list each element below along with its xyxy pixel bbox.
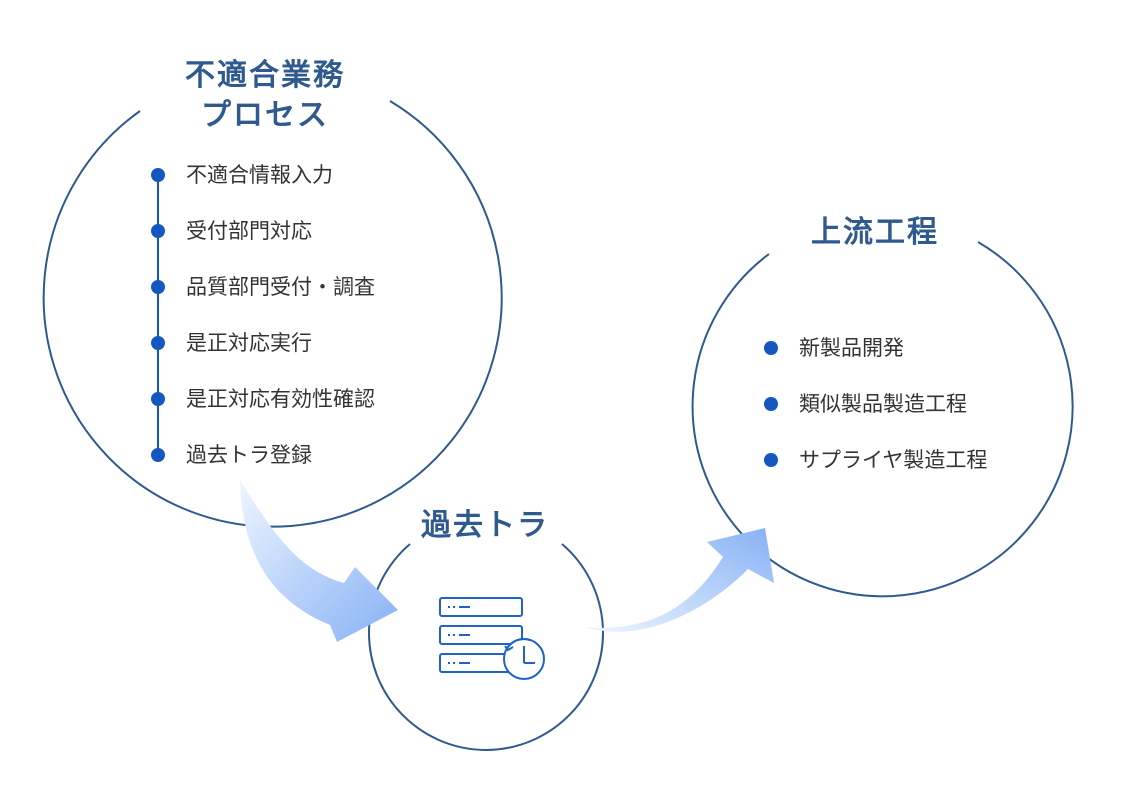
upstream-bullet-icon bbox=[764, 453, 778, 467]
past-trouble-circle bbox=[368, 543, 604, 751]
upstream-item-label: 新製品開発 bbox=[799, 336, 904, 360]
upstream-item-label: 類似製品製造工程 bbox=[799, 392, 967, 416]
process-title: 不適合業務 プロセス bbox=[150, 56, 380, 136]
upstream-item-label: サプライヤ製造工程 bbox=[799, 448, 988, 472]
process-title-line-1: 不適合業務 bbox=[185, 58, 345, 93]
past-trouble-title: 過去トラ bbox=[421, 508, 549, 543]
process-bullet-icon bbox=[151, 168, 165, 182]
process-item-label: 品質部門受付・調査 bbox=[186, 275, 375, 299]
upstream-bullet-icon bbox=[764, 397, 778, 411]
arrow-to-upstream bbox=[584, 528, 774, 632]
process-item-label: 受付部門対応 bbox=[186, 219, 312, 243]
process-bullet-icon bbox=[151, 280, 165, 294]
upstream-bullet-icon bbox=[764, 341, 778, 355]
process-list: 不適合情報入力 受付部門対応 品質部門受付・調査 是正対応実行 是正対応有効性確… bbox=[150, 160, 450, 480]
upstream-list: 新製品開発 類似製品製造工程 サプライヤ製造工程 bbox=[762, 333, 1062, 513]
process-bullet-icon bbox=[151, 448, 165, 462]
process-bullet-icon bbox=[151, 336, 165, 350]
process-timeline-line bbox=[157, 175, 159, 456]
server-history-icon bbox=[439, 597, 545, 680]
process-circle bbox=[42, 100, 503, 528]
arrow-to-past-trouble bbox=[240, 480, 398, 642]
process-item-label: 不適合情報入力 bbox=[186, 163, 333, 187]
process-item-label: 是正対応有効性確認 bbox=[186, 387, 375, 411]
process-item-label: 過去トラ登録 bbox=[186, 443, 312, 467]
process-title-line-2: プロセス bbox=[201, 98, 329, 133]
upstream-title: 上流工程 bbox=[811, 215, 939, 250]
process-item-label: 是正対応実行 bbox=[186, 331, 312, 355]
process-bullet-icon bbox=[151, 392, 165, 406]
process-bullet-icon bbox=[151, 224, 165, 238]
upstream-circle bbox=[691, 241, 1074, 598]
